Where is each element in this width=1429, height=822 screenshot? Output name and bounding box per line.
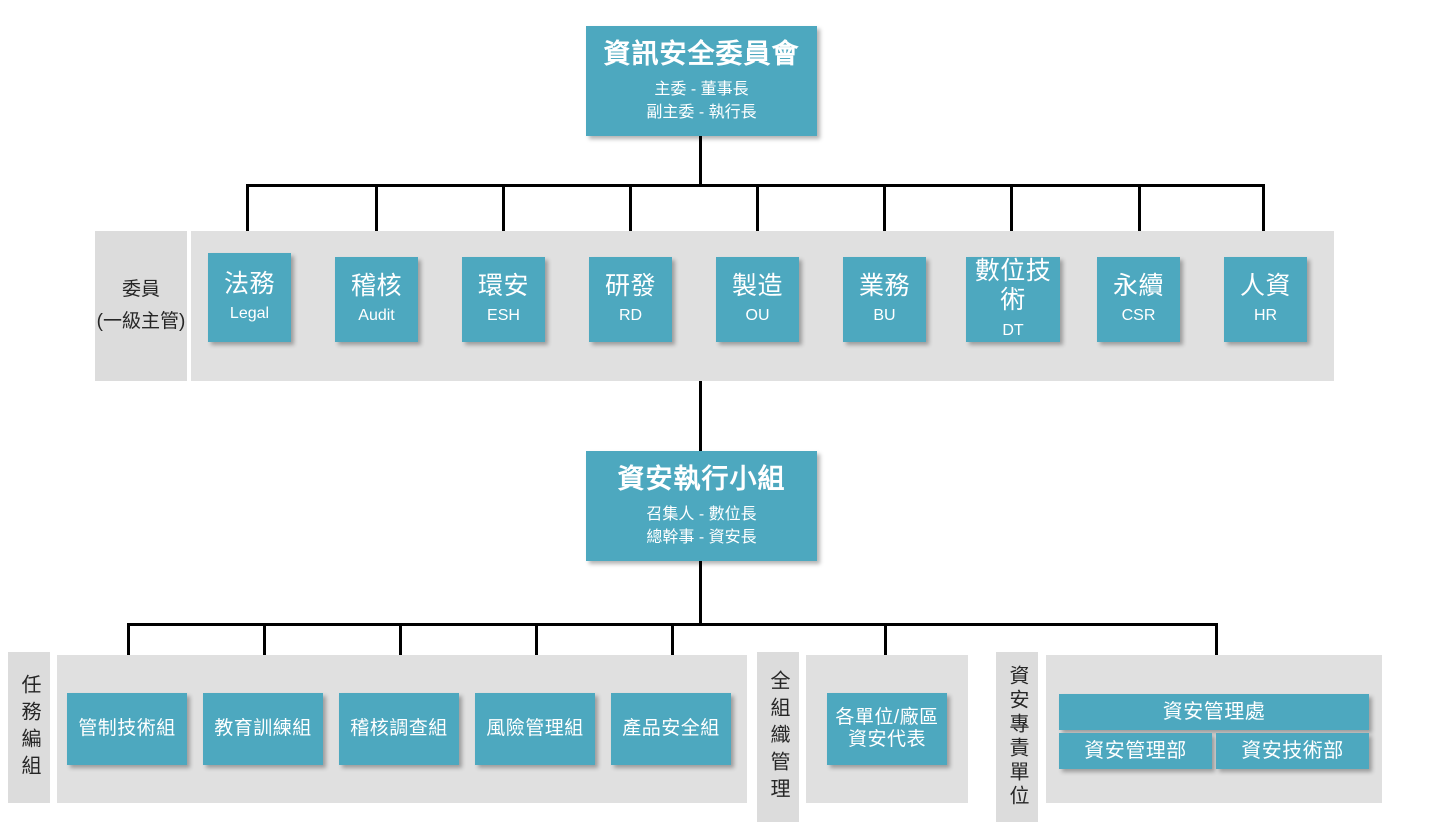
connector-drop-hr bbox=[1262, 184, 1265, 258]
connector-drop-esh bbox=[502, 184, 505, 258]
task-group-label-panel bbox=[8, 652, 50, 803]
committee-row-label-panel bbox=[95, 231, 187, 381]
node-security-management-office[interactable]: 資安管理處 bbox=[1059, 694, 1369, 730]
node-label-cn: 風險管理組 bbox=[486, 718, 584, 740]
node-label-en: HR bbox=[1253, 307, 1278, 325]
node-site-security-representatives[interactable]: 各單位/廠區 資安代表 bbox=[827, 693, 947, 765]
root-subtitle-line1: 主委 - 董事長 bbox=[654, 81, 749, 98]
node-label-cn: 永續 bbox=[1112, 271, 1164, 300]
node-label-cn: 數位技術 bbox=[974, 257, 1052, 315]
node-committee-dt[interactable]: 數位技術 DT bbox=[966, 257, 1060, 342]
node-label-cn: 資安管理處 bbox=[1162, 700, 1266, 723]
node-task-product-safety[interactable]: 產品安全組 bbox=[611, 693, 731, 765]
org-wide-label: 全組織管理 bbox=[767, 669, 789, 805]
node-committee-ou[interactable]: 製造 OU bbox=[716, 257, 799, 342]
node-label-cn: 環安 bbox=[477, 271, 529, 300]
node-label-cn: 稽核調查組 bbox=[350, 718, 448, 740]
root-title: 資訊安全委員會 bbox=[603, 38, 800, 69]
connector-drop-rd bbox=[629, 184, 632, 258]
node-security-execution-team[interactable]: 資安執行小組 召集人 - 數位長 總幹事 - 資安長 bbox=[586, 451, 817, 561]
executive-title: 資安執行小組 bbox=[617, 463, 786, 494]
executive-subtitle-line2: 總幹事 - 資安長 bbox=[646, 529, 757, 547]
connector-drop-csr bbox=[1138, 184, 1141, 258]
node-label-en: Legal bbox=[229, 305, 270, 323]
connector-executive-stem bbox=[699, 561, 702, 624]
node-label-en: RD bbox=[618, 307, 643, 325]
node-task-education-training[interactable]: 教育訓練組 bbox=[203, 693, 323, 765]
node-committee-audit[interactable]: 稽核 Audit bbox=[335, 257, 418, 342]
committee-row-label-line2: (一級主管) bbox=[96, 311, 186, 332]
node-label-cn: 管制技術組 bbox=[78, 718, 176, 740]
node-label-en: OU bbox=[745, 307, 770, 325]
node-label-cn: 產品安全組 bbox=[622, 718, 720, 740]
task-group-label: 任務編組 bbox=[18, 673, 40, 782]
node-task-control-technology[interactable]: 管制技術組 bbox=[67, 693, 187, 765]
connector-committee-to-executive bbox=[699, 381, 702, 451]
node-label-cn: 業務 bbox=[858, 271, 910, 300]
committee-row-label: 委員 (一級主管) bbox=[95, 231, 187, 381]
node-information-security-committee[interactable]: 資訊安全委員會 主委 - 董事長 副主委 - 執行長 bbox=[586, 26, 817, 136]
node-label-cn: 製造 bbox=[731, 271, 783, 300]
dedicated-unit-label: 資安專責單位 bbox=[1006, 665, 1028, 809]
node-committee-rd[interactable]: 研發 RD bbox=[589, 257, 672, 342]
connector-drop-legal bbox=[246, 184, 249, 256]
connector-drop-audit bbox=[375, 184, 378, 258]
node-label-cn: 稽核 bbox=[350, 271, 402, 300]
node-label-en: BU bbox=[873, 307, 896, 325]
node-label-cn: 人資 bbox=[1239, 271, 1291, 300]
node-committee-esh[interactable]: 環安 ESH bbox=[462, 257, 545, 342]
node-label-cn: 資安技術部 bbox=[1241, 739, 1344, 762]
node-committee-legal[interactable]: 法務 Legal bbox=[208, 253, 291, 342]
committee-row-label-line1: 委員 bbox=[121, 278, 160, 300]
org-wide-label-panel bbox=[757, 652, 799, 822]
node-label-cn-line2: 資安代表 bbox=[847, 729, 926, 750]
connector-committee-bus bbox=[246, 184, 1264, 187]
dedicated-unit-label-panel bbox=[996, 652, 1038, 822]
node-label-en: ESH bbox=[487, 307, 520, 325]
node-committee-csr[interactable]: 永續 CSR bbox=[1097, 257, 1180, 342]
root-subtitle-line2: 副主委 - 執行長 bbox=[646, 104, 757, 122]
connector-drop-dt bbox=[1010, 184, 1013, 258]
node-task-risk-management[interactable]: 風險管理組 bbox=[475, 693, 595, 765]
node-label-cn: 教育訓練組 bbox=[214, 718, 312, 740]
node-label-cn: 研發 bbox=[604, 271, 656, 300]
executive-subtitle-line1: 召集人 - 數位長 bbox=[646, 506, 757, 523]
node-label-en: Audit bbox=[358, 307, 395, 325]
node-committee-hr[interactable]: 人資 HR bbox=[1224, 257, 1307, 342]
node-label-cn: 資安管理部 bbox=[1084, 739, 1187, 762]
node-label-cn-line1: 各單位/廠區 bbox=[835, 707, 939, 729]
connector-drop-ou bbox=[756, 184, 759, 258]
node-task-audit-investigation[interactable]: 稽核調查組 bbox=[339, 693, 459, 765]
node-label-en: DT bbox=[1002, 321, 1024, 339]
node-label-cn: 法務 bbox=[223, 269, 275, 298]
node-committee-bu[interactable]: 業務 BU bbox=[843, 257, 926, 342]
node-label-en: CSR bbox=[1121, 307, 1156, 325]
node-security-technology-dept[interactable]: 資安技術部 bbox=[1216, 733, 1369, 769]
connector-root-stem bbox=[699, 136, 702, 186]
connector-drop-bu bbox=[883, 184, 886, 258]
node-security-management-dept[interactable]: 資安管理部 bbox=[1059, 733, 1212, 769]
